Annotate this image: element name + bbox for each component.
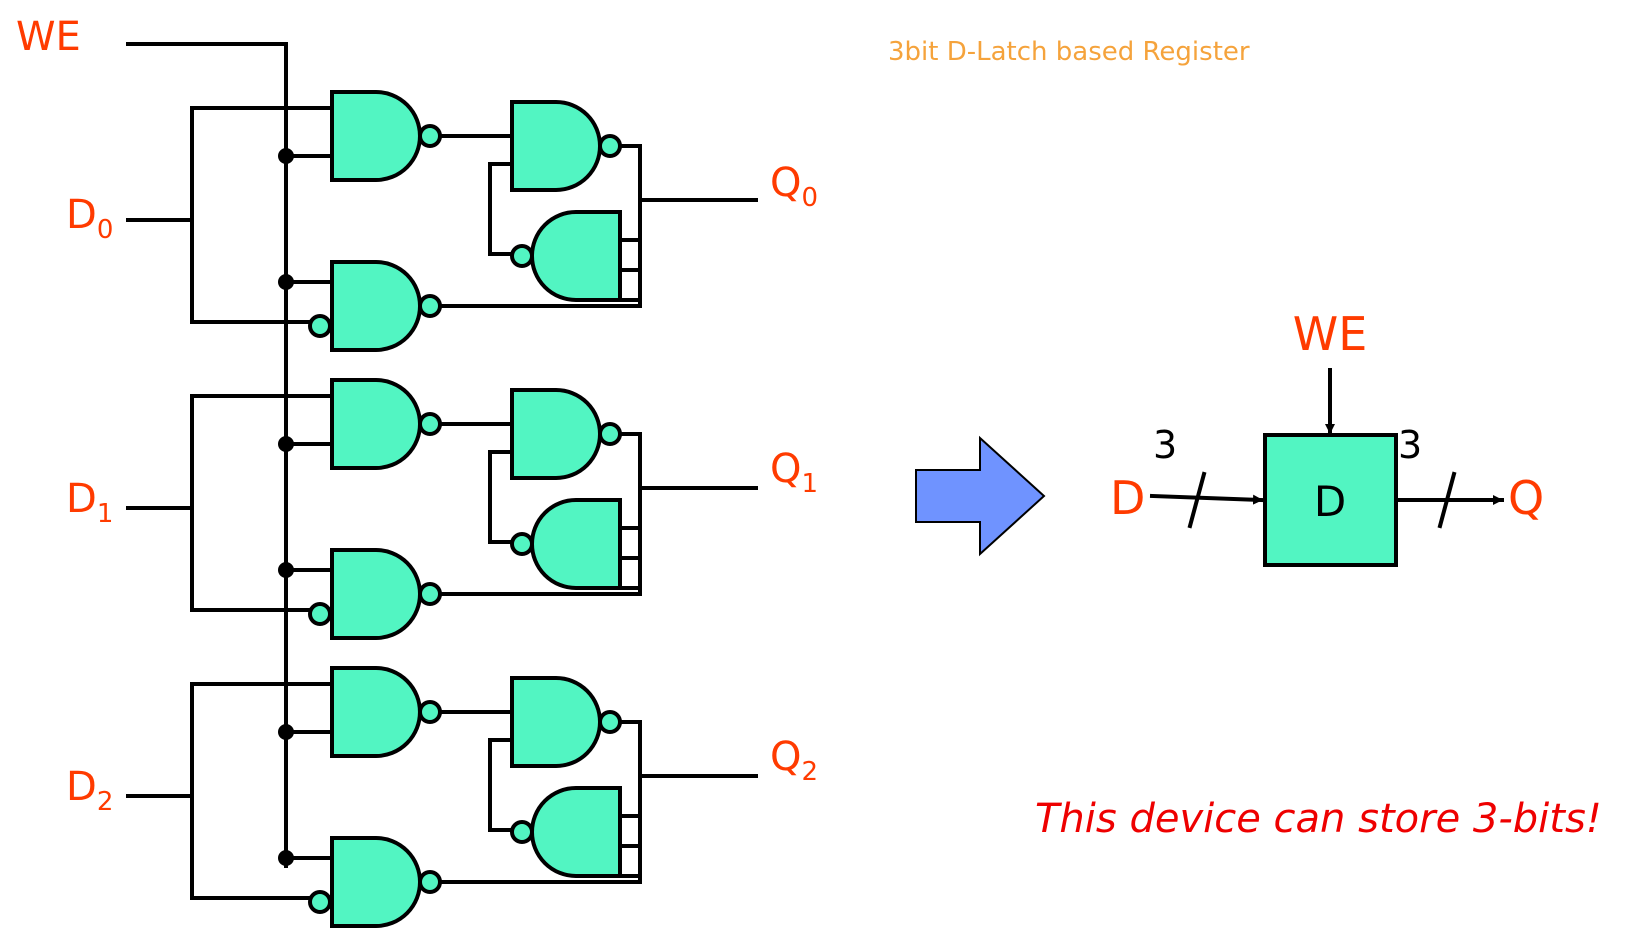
slice-0-junction-1 (278, 148, 294, 164)
slice-2-nand-top-bubble (418, 700, 442, 724)
slice-1-nand-bottom-inv (308, 602, 332, 626)
bus-width-in: 3 (1153, 423, 1177, 467)
slice-1-junction-1 (278, 436, 294, 452)
d1-label: D1 (66, 476, 113, 529)
slice-0-latch-feedback-a (618, 144, 642, 302)
slice-2-cross-couple (488, 738, 514, 832)
slice-1-nand-bottom-bubble (418, 582, 442, 606)
slice-0-nand-bottom (330, 260, 422, 352)
slice-0-latch-top (510, 100, 602, 192)
slice-2-nand-top (330, 666, 422, 758)
slice-2-gate2-to-latch (438, 844, 642, 884)
slice-0-nand-top (330, 90, 422, 182)
slice-0-latch-bottom (530, 210, 622, 302)
register-box-label: D (1314, 477, 1346, 526)
diagram-title: 3bit D-Latch based Register (888, 37, 1250, 67)
block-q-label: Q (1508, 471, 1544, 525)
svg-text:Q0: Q0 (770, 160, 818, 213)
slice-2-latch-top-bubble (598, 710, 622, 734)
slice-1-latch-top-bubble (598, 422, 622, 446)
slice-1-gate2-to-latch (438, 556, 642, 596)
register-block: WE D D 3 3 Q (1110, 307, 1544, 567)
slice-1-nand-top (330, 378, 422, 470)
slice-1-nand-top-bubble (418, 412, 442, 436)
bus-slash-out (1437, 471, 1457, 529)
svg-text:D0: D0 (66, 192, 113, 245)
slice-0-cross-couple (488, 162, 514, 256)
svg-text:Q2: Q2 (770, 734, 818, 787)
slice-1-latch-feedback-a (618, 432, 642, 590)
slice-0-nand-bottom-bubble (418, 294, 442, 318)
slice-1-cross-couple (488, 450, 514, 544)
slice-2-junction-2 (278, 850, 294, 866)
right-arrow-icon (915, 435, 1046, 557)
slice-0-junction-2 (278, 274, 294, 290)
slice-2-latch-top (510, 676, 602, 768)
slice-2-nand-bottom-inv (308, 890, 332, 914)
we-label: WE (16, 14, 81, 60)
slice-1-latch-bottom-bubble (510, 532, 534, 556)
svg-text:D1: D1 (66, 476, 113, 529)
block-we-label: WE (1293, 307, 1368, 361)
svg-text:D2: D2 (66, 764, 113, 817)
d2-label: D2 (66, 764, 113, 817)
bus-width-out: 3 (1398, 423, 1422, 467)
q2-label: Q2 (770, 734, 818, 787)
block-d-label: D (1110, 471, 1145, 525)
slice-0-latch-top-bubble (598, 134, 622, 158)
q0-label: Q0 (770, 160, 818, 213)
slice-2-nand-bottom (330, 836, 422, 928)
slice-1-latch-bottom (530, 498, 622, 590)
slice-1-nand-bottom (330, 548, 422, 640)
slice-2-latch-bottom-bubble (510, 820, 534, 844)
slice-2-latch-bottom (530, 786, 622, 878)
d0-label: D0 (66, 192, 113, 245)
slice-0-latch-bottom-bubble (510, 244, 534, 268)
slice-2-junction-1 (278, 724, 294, 740)
slice-2-latch-feedback-a (618, 720, 642, 878)
q1-label: Q1 (770, 446, 818, 499)
bus-slash-in (1187, 471, 1207, 529)
slice-1-latch-top (510, 388, 602, 480)
latch-slices (126, 90, 758, 928)
caption: This device can store 3-bits! (1035, 796, 1602, 842)
slice-0-nand-top-bubble (418, 124, 442, 148)
slice-0-nand-bottom-inv (308, 314, 332, 338)
slice-0-gate2-to-latch (438, 268, 642, 308)
svg-text:Q1: Q1 (770, 446, 818, 499)
slice-2-nand-bottom-bubble (418, 870, 442, 894)
slice-1-junction-2 (278, 562, 294, 578)
block-d-arrow (1149, 493, 1265, 505)
